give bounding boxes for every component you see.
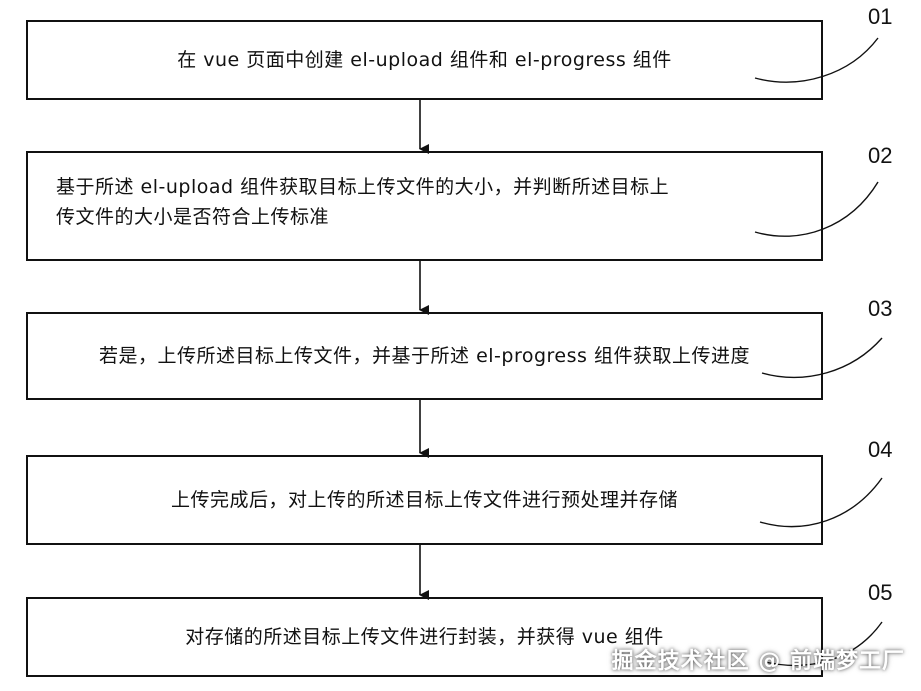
leader-line-04 (759, 477, 883, 528)
step-number-04: 04 (868, 437, 893, 462)
step-box-01: 在 vue 页面中创建 el-upload 组件和 el-progress 组件 (26, 20, 823, 100)
step-box-05: 对存储的所述目标上传文件进行封装，并获得 vue 组件 (26, 597, 823, 677)
leader-line-03 (761, 337, 883, 379)
step-number-03: 03 (868, 296, 893, 321)
step-number-01: 01 (868, 4, 893, 29)
step-text-04: 上传完成后，对上传的所述目标上传文件进行预处理并存储 (170, 488, 678, 511)
step-number-02: 02 (868, 143, 893, 168)
step-box-04: 上传完成后，对上传的所述目标上传文件进行预处理并存储 (26, 455, 823, 545)
leader-line-05 (764, 621, 883, 667)
step-text-03: 若是，上传所述目标上传文件，并基于所述 el-progress 组件获取上传进度 (99, 344, 750, 367)
step-text-01: 在 vue 页面中创建 el-upload 组件和 el-progress 组件 (177, 48, 672, 71)
step-text-02: 基于所述 el-upload 组件获取目标上传文件的大小，并判断所述目标上 传文… (56, 175, 670, 228)
watermark: 掘金技术社区 @ 前端梦工厂 (611, 649, 905, 674)
leader-line-02 (754, 181, 879, 237)
step-text-05: 对存储的所述目标上传文件进行封装，并获得 vue 组件 (185, 625, 664, 648)
step-number-05: 05 (868, 580, 893, 605)
leader-line-01 (754, 37, 879, 83)
step-box-02: 基于所述 el-upload 组件获取目标上传文件的大小，并判断所述目标上 传文… (26, 151, 823, 261)
